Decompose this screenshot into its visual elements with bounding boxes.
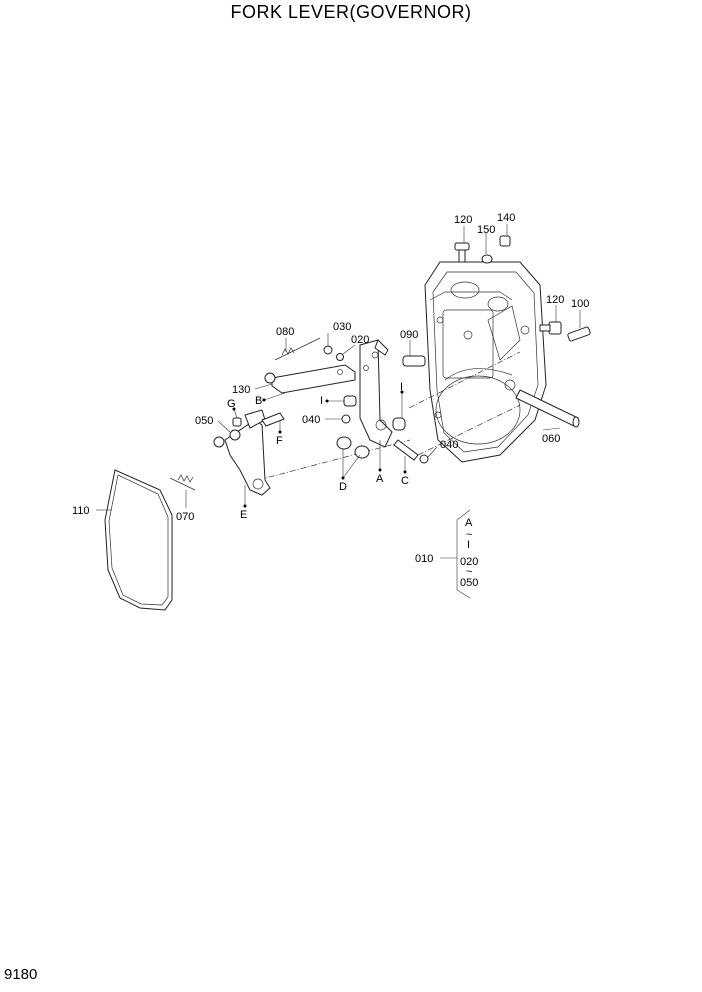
plug-140 — [499, 235, 511, 247]
spring-070 — [169, 474, 196, 491]
label-130: 130 — [232, 384, 250, 396]
alignment-line — [257, 439, 411, 481]
governor-housing — [424, 261, 547, 463]
washer-040-left — [341, 414, 351, 424]
legend-range-bottom: 050 — [460, 577, 478, 589]
label-050: 050 — [195, 415, 213, 427]
fork-lever-plate — [359, 339, 393, 448]
page-title: FORK LEVER(GOVERNOR) — [230, 2, 472, 22]
label-i-right: I — [400, 381, 403, 393]
bolt-100 — [567, 326, 591, 342]
spring-090 — [402, 355, 426, 367]
label-d: D — [339, 481, 347, 493]
legend-tilde-2: ~ — [466, 566, 472, 578]
snap-ring-040 — [419, 454, 429, 464]
shaft-060 — [515, 389, 580, 428]
alignment-line — [417, 404, 521, 456]
label-040-left: 040 — [302, 414, 320, 426]
label-110: 110 — [72, 505, 90, 517]
legend-tilde-1: ~ — [466, 529, 472, 541]
legend-range-mid: I — [467, 539, 470, 551]
label-b: B — [255, 395, 262, 407]
label-040-right: 040 — [440, 439, 458, 451]
legend-range-low: 020 — [460, 556, 478, 568]
nut — [264, 372, 276, 384]
page-number: 9180 — [4, 966, 38, 983]
label-030: 030 — [333, 321, 351, 333]
label-120-top: 120 — [454, 214, 472, 226]
label-060: 060 — [542, 433, 560, 445]
legend-range-top: A — [465, 517, 473, 529]
bolt-120-right — [539, 321, 562, 335]
label-080: 080 — [276, 326, 294, 338]
washer-150 — [481, 254, 493, 264]
label-120-right: 120 — [546, 294, 564, 306]
link-bar-130 — [271, 364, 356, 394]
bushing-upper — [343, 395, 357, 407]
legend-ref-010: 010 — [415, 553, 433, 565]
assembly-legend: 010 A ~ I 020 ~ 050 — [415, 517, 478, 589]
nut-020 — [336, 353, 344, 361]
rollers-d — [336, 436, 370, 459]
reference-dots — [232, 390, 407, 508]
label-i-upper: I — [320, 395, 323, 407]
label-070: 070 — [176, 511, 194, 523]
screw-g — [232, 417, 242, 427]
label-140: 140 — [497, 212, 515, 224]
bushing-right — [392, 417, 406, 431]
lever-arm-assembly — [213, 409, 271, 496]
label-100: 100 — [571, 298, 589, 310]
label-090: 090 — [400, 329, 418, 341]
leader-lines — [96, 224, 581, 599]
label-g: G — [227, 398, 236, 410]
label-e: E — [240, 509, 247, 521]
nut-030 — [323, 345, 333, 355]
bolt-f — [261, 412, 285, 427]
pin-c — [393, 439, 419, 461]
label-f: F — [276, 435, 283, 447]
label-a: A — [376, 473, 384, 485]
spring-080 — [274, 337, 321, 361]
alignment-line — [408, 351, 521, 409]
bolt-120-top — [454, 242, 470, 263]
label-c: C — [401, 475, 409, 487]
gasket-110 — [104, 469, 173, 611]
label-020: 020 — [351, 334, 369, 346]
label-150: 150 — [477, 224, 495, 236]
